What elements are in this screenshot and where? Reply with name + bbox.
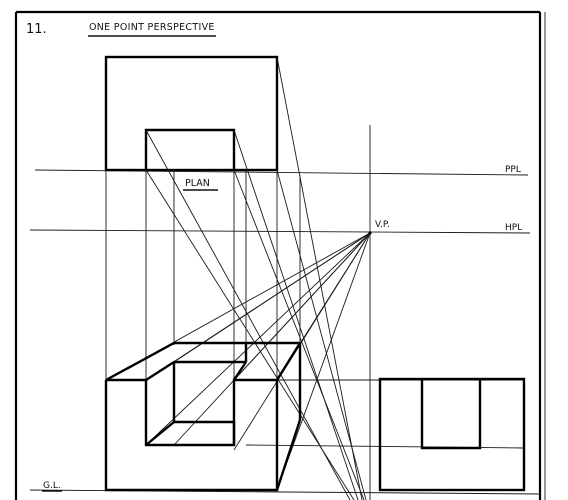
hpl-label: HPL (505, 223, 522, 233)
front-elevation (378, 377, 526, 492)
transfer-lines (245, 379, 525, 449)
plan-view: PLAN (104, 55, 279, 191)
vanishing-point-marker (368, 231, 372, 235)
sheet-border (14, 10, 546, 500)
perspective-view (104, 341, 302, 492)
plan-label: PLAN (185, 178, 210, 189)
gl-label: G.L. (43, 481, 61, 491)
vp-label: V.P. (375, 220, 390, 230)
vanishing-rays (105, 232, 371, 491)
visual-rays (145, 56, 367, 500)
sheet-number: 11. (26, 22, 47, 37)
horizon-line (29, 229, 531, 234)
plan-projectors (105, 170, 301, 380)
sheet-title: ONE POINT PERSPECTIVE (89, 22, 215, 33)
ppl-label: PPL (505, 165, 521, 175)
